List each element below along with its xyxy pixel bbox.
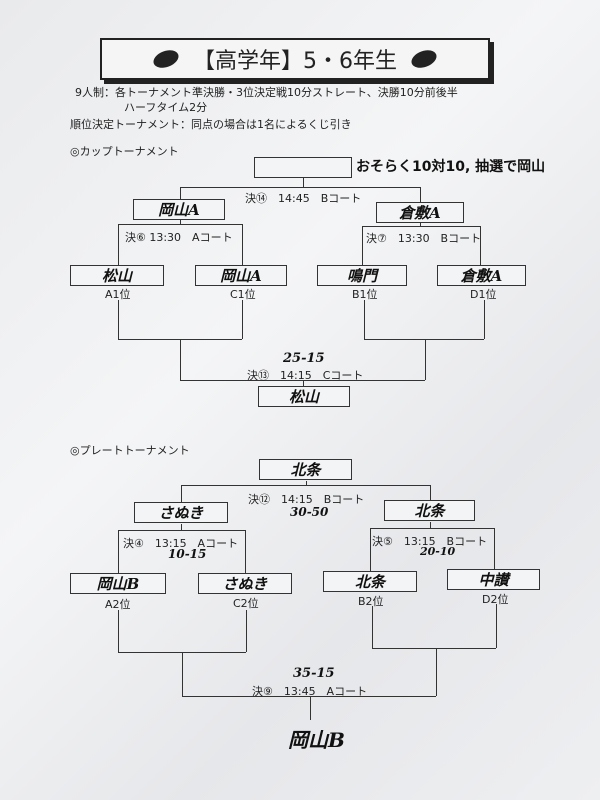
bracket-line bbox=[180, 220, 181, 224]
cup-third-score: 25-15 bbox=[283, 351, 325, 366]
plate-third-score: 35-15 bbox=[293, 666, 335, 681]
bracket-line bbox=[494, 528, 495, 571]
seed-label: D2位 bbox=[482, 593, 509, 606]
cup-semi-left-label: 決⑥ 13:30 Aコート bbox=[125, 231, 233, 244]
bracket-line bbox=[303, 380, 304, 386]
plate-third-winner: 岡山B bbox=[288, 728, 345, 752]
page-title: 【高学年】5・6年生 bbox=[193, 49, 397, 74]
bracket-line bbox=[180, 187, 420, 188]
bracket-line bbox=[182, 652, 183, 696]
bracket-line bbox=[303, 178, 304, 187]
plate-semi-right-score: 20-10 bbox=[420, 545, 456, 558]
plate-team-box: 中讃 bbox=[447, 569, 540, 590]
bracket-line bbox=[310, 696, 311, 720]
plate-semi-left-label: 決④ 13:15 Aコート bbox=[123, 537, 239, 550]
plate-semi-right-winner: 北条 bbox=[384, 500, 475, 521]
cup-champion-box bbox=[254, 157, 352, 178]
bracket-line bbox=[245, 530, 246, 573]
bracket-line bbox=[242, 224, 243, 265]
rule-line-3: 順位決定トーナメント：同点の場合は1名によるくじ引き bbox=[70, 118, 352, 131]
seed-label: A1位 bbox=[105, 288, 131, 301]
bracket-line bbox=[364, 339, 484, 340]
plate-champion-box: 北条 bbox=[259, 459, 352, 480]
bracket-line bbox=[181, 485, 182, 502]
plate-semi-left-winner: さぬき bbox=[134, 502, 228, 523]
cup-team-box: 倉敷A bbox=[437, 265, 526, 286]
cup-semi-right-winner: 倉敷A bbox=[376, 202, 464, 223]
football-icon bbox=[409, 47, 439, 71]
bracket-line bbox=[306, 481, 307, 485]
bracket-line bbox=[181, 524, 182, 530]
seed-label: D1位 bbox=[470, 288, 497, 301]
rule-line-2: ハーフタイム2分 bbox=[124, 101, 208, 114]
bracket-line bbox=[118, 530, 245, 531]
bracket-line bbox=[370, 528, 371, 573]
bracket-line bbox=[118, 224, 242, 225]
seed-label: B2位 bbox=[358, 595, 384, 608]
seed-label: C2位 bbox=[233, 597, 259, 610]
rule-line-1: 9人制：各トーナメント準決勝・3位決定戦10分ストレート、決勝10分前後半 bbox=[75, 86, 458, 99]
bracket-line bbox=[480, 226, 481, 265]
bracket-line bbox=[425, 339, 426, 380]
bracket-line bbox=[362, 226, 363, 265]
cup-team-box: 松山 bbox=[70, 265, 164, 286]
title-box: 【高学年】5・6年生 bbox=[100, 38, 490, 80]
bracket-line bbox=[118, 610, 119, 652]
bracket-line bbox=[430, 485, 431, 500]
plate-team-box: 北条 bbox=[323, 571, 417, 592]
bracket-line bbox=[430, 522, 431, 528]
cup-third-winner: 松山 bbox=[258, 386, 350, 407]
handwritten-note: おそらく10対10, 抽選で岡山 bbox=[356, 159, 546, 175]
plate-semi-left-score: 10-15 bbox=[168, 547, 207, 561]
bracket-line bbox=[362, 226, 480, 227]
bracket-line bbox=[370, 528, 494, 529]
bracket-line bbox=[372, 606, 373, 648]
bracket-line bbox=[496, 604, 497, 648]
bracket-line bbox=[118, 530, 119, 573]
cup-final-label: 決⑭ 14:45 Bコート bbox=[245, 192, 362, 205]
bracket-line bbox=[364, 300, 365, 339]
bracket-line bbox=[484, 300, 485, 339]
bracket-line bbox=[420, 187, 421, 202]
football-icon bbox=[151, 47, 181, 71]
bracket-line bbox=[242, 300, 243, 339]
bracket-line bbox=[180, 380, 425, 381]
plate-heading: ◎プレートトーナメント bbox=[70, 444, 190, 457]
cup-team-box: 岡山A bbox=[195, 265, 287, 286]
plate-team-box: さぬき bbox=[198, 573, 292, 594]
bracket-line bbox=[180, 187, 181, 199]
bracket-line bbox=[118, 224, 119, 265]
bracket-line bbox=[372, 648, 496, 649]
cup-semi-left-winner: 岡山A bbox=[133, 199, 225, 220]
seed-label: B1位 bbox=[352, 288, 378, 301]
bracket-line bbox=[180, 339, 181, 380]
bracket-line bbox=[246, 610, 247, 652]
cup-semi-right-label: 決⑦ 13:30 Bコート bbox=[366, 232, 482, 245]
plate-final-score: 30-50 bbox=[290, 505, 329, 519]
plate-final-label: 決⑫ 14:15 Bコート bbox=[248, 493, 365, 506]
cup-third-label: 決⑬ 14:15 Cコート bbox=[247, 369, 364, 382]
bracket-line bbox=[182, 696, 436, 697]
plate-team-box: 岡山B bbox=[70, 573, 166, 594]
bracket-line bbox=[420, 223, 421, 226]
bracket-line bbox=[181, 485, 430, 486]
plate-semi-right-label: 決⑤ 13:15 Bコート bbox=[372, 535, 488, 548]
seed-label: A2位 bbox=[105, 598, 131, 611]
seed-label: C1位 bbox=[230, 288, 256, 301]
cup-heading: ◎カップトーナメント bbox=[70, 145, 179, 158]
bracket-line bbox=[118, 300, 119, 339]
cup-team-box: 鳴門 bbox=[317, 265, 407, 286]
bracket-line bbox=[436, 648, 437, 696]
plate-third-label: 決⑨ 13:45 Aコート bbox=[252, 685, 368, 698]
